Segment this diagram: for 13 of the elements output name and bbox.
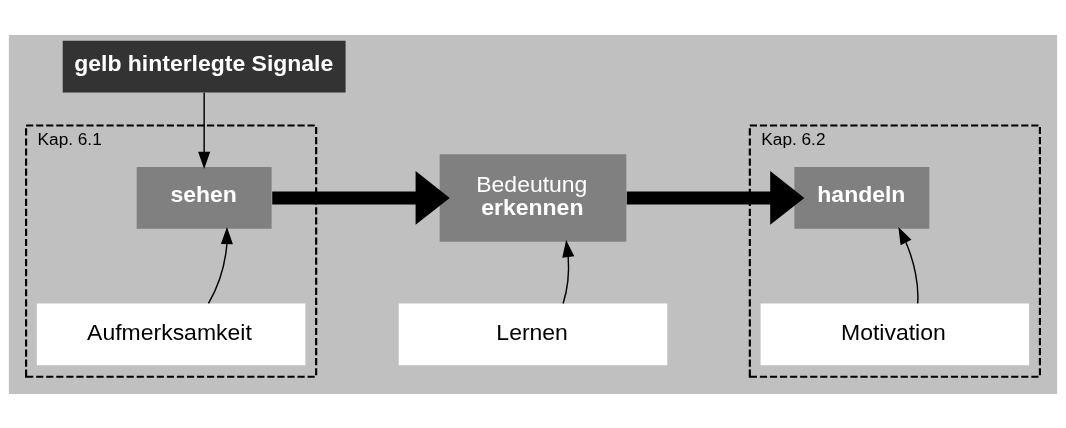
- node-box: Bedeutung erkennen: [439, 153, 627, 242]
- node-box: gelb hinterlegte Signale: [62, 40, 346, 92]
- node-box: Motivation: [760, 303, 1030, 365]
- node-box: Aufmerksamkeit: [36, 303, 306, 365]
- arrow: [198, 91, 211, 169]
- arrow: [562, 239, 575, 304]
- arrow: [272, 170, 450, 225]
- arrow: [207, 226, 233, 304]
- node-box: Lernen: [398, 303, 668, 365]
- arrow: [898, 226, 919, 304]
- node-box: handeln: [794, 166, 930, 229]
- arrow: [626, 170, 805, 225]
- node-box: sehen: [136, 166, 272, 229]
